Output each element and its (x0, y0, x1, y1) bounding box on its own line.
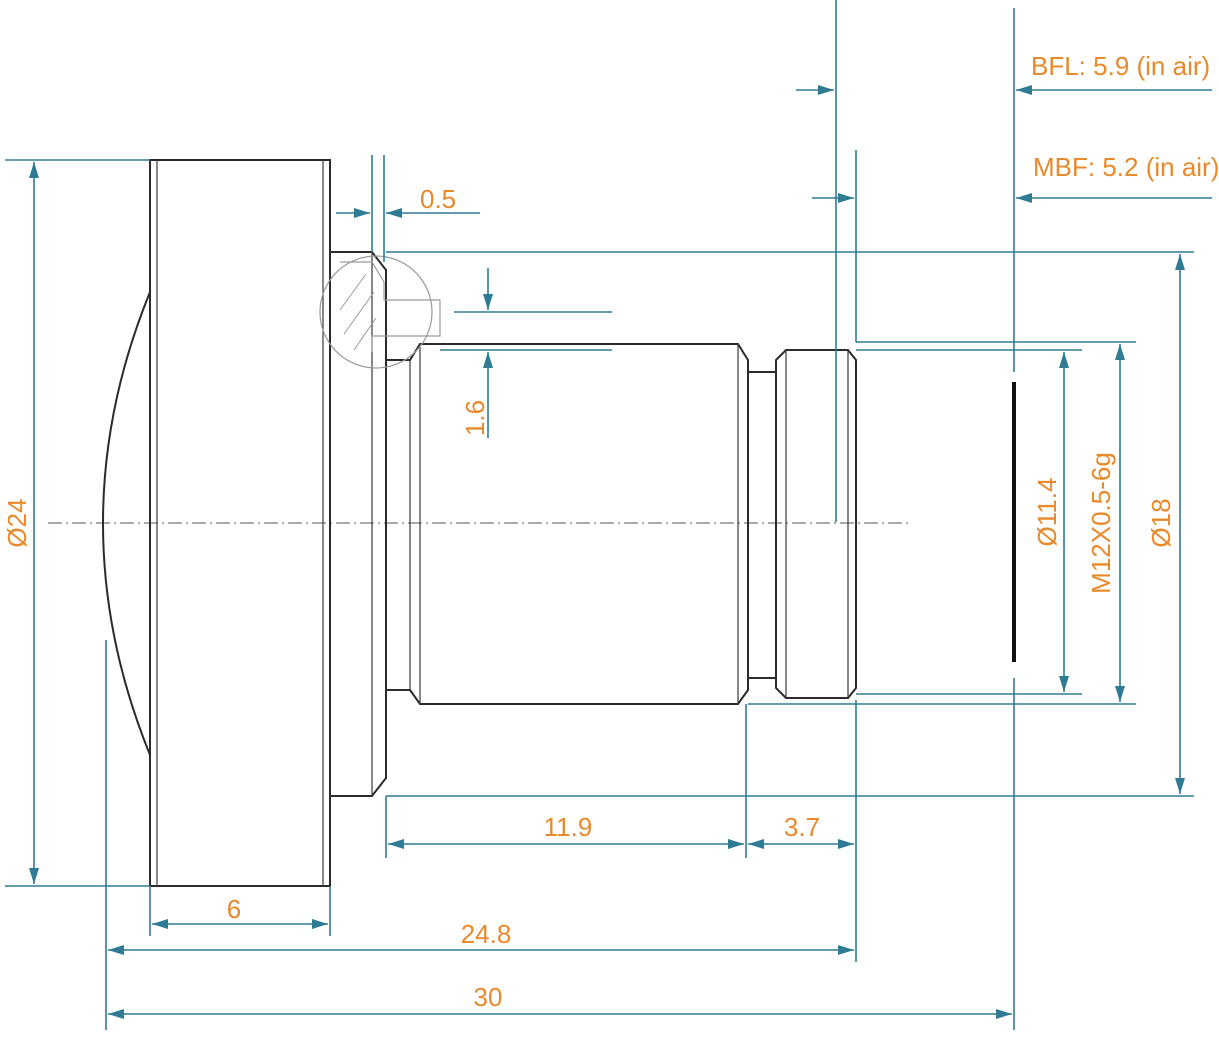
label-thread-length: 11.9 (544, 812, 593, 842)
lens-body (102, 159, 857, 887)
label-mbf: MBF: 5.2 (in air) (1033, 152, 1219, 182)
label-flange-gap: 0.5 (420, 184, 456, 214)
undercut-groove (747, 371, 777, 679)
dimension-length-to-back (105, 640, 857, 1030)
dimension-rear-diameter (856, 349, 1082, 695)
dimension-flange-gap (336, 155, 480, 262)
label-body-diameter: Ø18 (1146, 498, 1176, 547)
dimension-bfl (796, 0, 1212, 522)
dimension-body-diameter (386, 251, 1194, 797)
dimension-step-height (440, 268, 612, 438)
dimension-mbf (812, 150, 1212, 342)
detail-view-circle (319, 255, 441, 369)
rear-barrel (775, 349, 857, 699)
dimension-total-length (108, 678, 1015, 1030)
lens-flange (149, 159, 331, 887)
label-rear-length: 3.7 (784, 812, 820, 842)
label-total-length: 30 (474, 982, 503, 1012)
label-rear-diameter: Ø11.4 (1032, 478, 1062, 547)
label-flange-diameter: Ø24 (2, 498, 32, 547)
label-flange-width: 6 (227, 894, 241, 924)
label-step-height: 1.6 (460, 400, 490, 436)
dimension-thread-spec (748, 341, 1136, 705)
label-bfl: BFL: 5.9 (in air) (1031, 51, 1210, 81)
front-lens-dome (102, 291, 151, 756)
dimension-flange-diameter (5, 159, 150, 887)
label-length-to-back: 24.8 (461, 919, 512, 949)
thread-barrel (386, 343, 749, 705)
label-thread-spec: M12X0.5-6g (1086, 452, 1116, 594)
lens-neck (330, 251, 387, 797)
dimension-flange-width (149, 886, 331, 936)
dimension-thread-length (385, 704, 854, 858)
